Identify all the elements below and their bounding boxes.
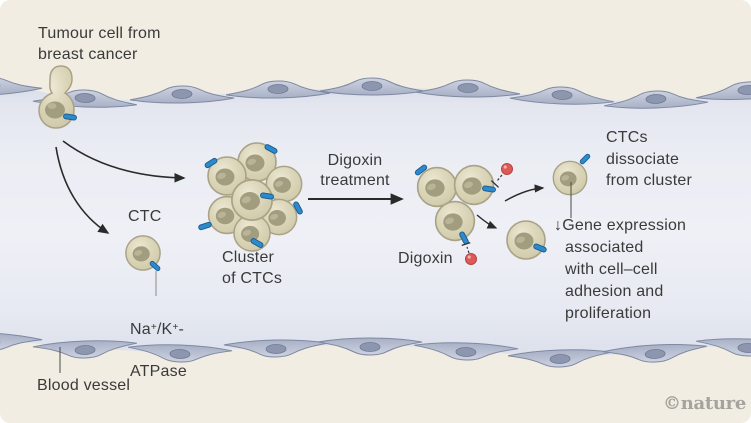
- ctc-cell: [231, 179, 273, 221]
- digoxin-inhibition-top: [490, 163, 513, 188]
- ctc-cell: [416, 166, 458, 208]
- tumour-cell: [38, 65, 78, 129]
- cluster-label: Cluster of CTCs: [222, 249, 283, 287]
- endothelial-cell: [319, 77, 425, 96]
- arrow-to-ctc: [55, 146, 110, 234]
- gene-expression-label: ↓Gene expression associated with cell–ce…: [554, 217, 687, 322]
- nak-sup: +: [150, 322, 157, 333]
- ctc-cell: [506, 220, 546, 260]
- blood-vessel-label: Blood vessel: [37, 377, 131, 394]
- ctc-cell: [453, 164, 495, 206]
- endothelial-cell: [317, 337, 423, 356]
- arrow-dissociate-lower: [476, 214, 498, 229]
- digoxin-label: Digoxin: [398, 250, 453, 267]
- nak-base: /K: [156, 321, 173, 338]
- arrow-dissociate-upper: [504, 184, 545, 202]
- nature-watermark: ©nature: [663, 393, 746, 414]
- ctcs-dissociate-label: CTCs dissociate from cluster: [606, 129, 692, 189]
- digoxin-inhibition-bottom: [461, 241, 477, 265]
- nak-base: -: [178, 321, 185, 338]
- ctc-label: CTC: [128, 208, 162, 225]
- ctc-cell: [552, 160, 588, 196]
- digoxin-molecule-icon: [465, 253, 477, 265]
- nak-base: Na: [130, 321, 151, 338]
- digoxin-treatment-label: Digoxin treatment: [320, 152, 390, 189]
- arrow-to-cluster: [62, 140, 186, 183]
- nak-sup: +: [172, 322, 179, 333]
- endothelial-cell: [695, 78, 751, 103]
- tumour-cell-label: Tumour cell from breast cancer: [38, 25, 161, 63]
- ctc-cell: [434, 200, 476, 242]
- dissociated-ctc-upper: [552, 152, 592, 218]
- digoxin-molecule-icon: [501, 163, 513, 175]
- nak-line2: ATPase: [130, 363, 187, 380]
- vessel-lumen: [0, 86, 751, 357]
- na-k-atpase-label: Na+/K+- ATPase: [130, 298, 187, 382]
- single-ctc: [125, 235, 162, 296]
